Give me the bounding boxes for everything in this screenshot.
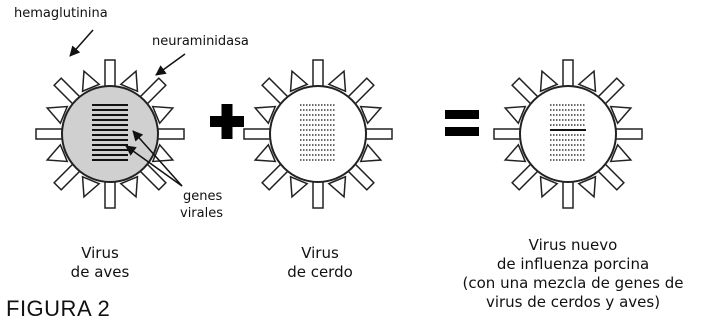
hemagglutinin-spike bbox=[312, 59, 324, 89]
bird-virus bbox=[35, 59, 185, 209]
neuraminidase-spike bbox=[253, 105, 277, 125]
neuraminidase-spike bbox=[609, 105, 633, 125]
equals-sign bbox=[445, 110, 479, 136]
hemagglutinin-spike bbox=[312, 179, 324, 209]
neuraminidase-label: neuraminidasa bbox=[152, 34, 249, 49]
figure-label: FIGURA 2 bbox=[6, 296, 111, 321]
hemagglutinin-arrow bbox=[69, 29, 94, 57]
neuraminidase-spike bbox=[503, 105, 527, 125]
neuraminidase-spike bbox=[359, 105, 383, 125]
hemagglutinin-spike bbox=[104, 179, 116, 209]
neuraminidase-spike bbox=[503, 143, 527, 163]
virus-envelope bbox=[519, 85, 617, 183]
neuraminidase-spike bbox=[577, 175, 597, 199]
neuraminidase-spike bbox=[45, 143, 69, 163]
caption-line: Virus bbox=[81, 244, 119, 262]
caption-line: de aves bbox=[70, 263, 130, 281]
neuraminidase-spike bbox=[81, 175, 101, 199]
plus-sign bbox=[210, 104, 244, 139]
neuraminidase-spike bbox=[289, 69, 309, 93]
neuraminidase-spike bbox=[539, 175, 559, 199]
neuraminidase-spike bbox=[609, 143, 633, 163]
pig-virus-caption: Virus de cerdo bbox=[260, 244, 380, 282]
hemagglutinin-spike bbox=[493, 128, 523, 140]
hemagglutinin-spike bbox=[562, 59, 574, 89]
neuraminidase-spike bbox=[81, 69, 101, 93]
neuraminidase-spike bbox=[119, 69, 139, 93]
neuraminidase-spike bbox=[359, 143, 383, 163]
virus-envelope bbox=[269, 85, 367, 183]
genes-arrow-1 bbox=[132, 130, 183, 187]
bird-virus-caption: Virus de aves bbox=[40, 244, 160, 282]
caption-line: Virus bbox=[301, 244, 339, 262]
viral-genes-label-line2: virales bbox=[180, 206, 223, 221]
neuraminidase-spike bbox=[289, 175, 309, 199]
pig-virus bbox=[243, 59, 393, 209]
genes-arrow-2 bbox=[125, 145, 183, 187]
viral-genes-label-line1: genes bbox=[183, 189, 223, 204]
hemagglutinin-label: hemaglutinina bbox=[14, 6, 108, 21]
hemagglutinin-spike bbox=[104, 59, 116, 89]
hemagglutinin-spike bbox=[35, 128, 65, 140]
caption-line: (con una mezcla de genes de bbox=[462, 274, 684, 292]
neuraminidase-spike bbox=[327, 175, 347, 199]
hemagglutinin-spike bbox=[363, 128, 393, 140]
neuraminidase-arrow bbox=[155, 53, 186, 76]
new-swine-flu-virus bbox=[493, 59, 643, 209]
caption-line: virus de cerdos y aves) bbox=[485, 293, 661, 311]
neuraminidase-spike bbox=[151, 105, 175, 125]
neuraminidase-spike bbox=[151, 143, 175, 163]
neuraminidase-spike bbox=[327, 69, 347, 93]
hemagglutinin-spike bbox=[613, 128, 643, 140]
neuraminidase-spike bbox=[253, 143, 277, 163]
new-virus-caption: Virus nuevo de influenza porcina (con un… bbox=[440, 236, 706, 312]
hemagglutinin-spike bbox=[155, 128, 185, 140]
caption-line: de cerdo bbox=[287, 263, 353, 281]
caption-line: de influenza porcina bbox=[496, 255, 650, 273]
hemagglutinin-spike bbox=[243, 128, 273, 140]
neuraminidase-spike bbox=[577, 69, 597, 93]
neuraminidase-spike bbox=[119, 175, 139, 199]
neuraminidase-spike bbox=[45, 105, 69, 125]
neuraminidase-spike bbox=[539, 69, 559, 93]
hemagglutinin-spike bbox=[562, 179, 574, 209]
caption-line: Virus nuevo bbox=[528, 236, 618, 254]
